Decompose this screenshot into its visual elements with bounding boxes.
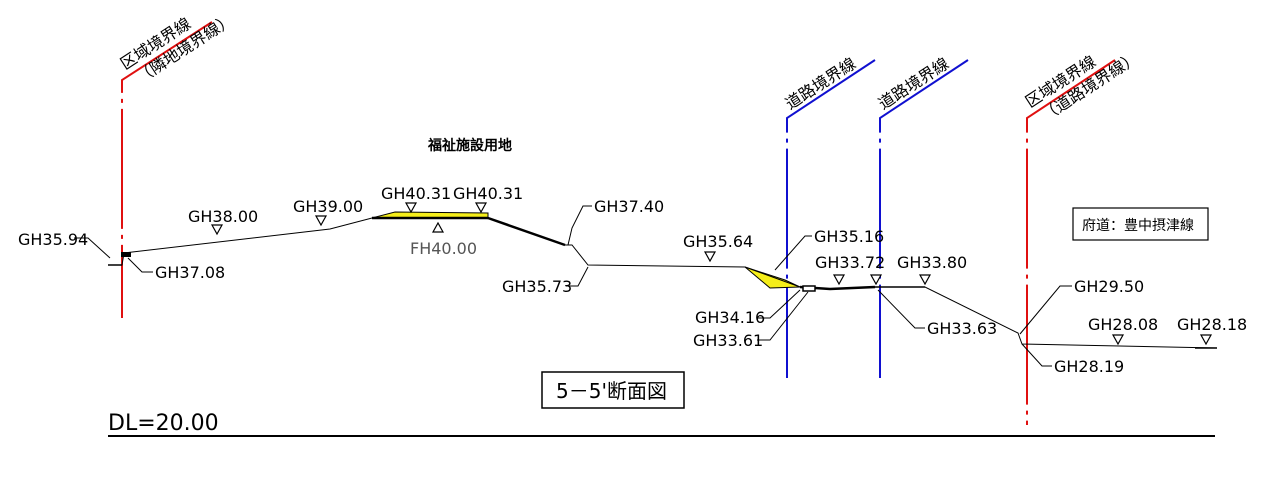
gh3573-label: GH35.73 [502,277,572,296]
road-boundary-2-title: 道路境界線 [875,54,952,114]
structure-markers [121,252,816,292]
gh3380-label: GH33.80 [897,253,967,272]
gh2819-label: GH28.19 [1054,357,1124,376]
elevation-labels: GH35.94 GH37.08 GH38.00 GH39.00 GH40.31 … [18,184,1247,376]
gutter-marker [802,285,816,292]
gh4031b-label: GH40.31 [453,184,523,203]
gh3573-leader [566,266,589,287]
gh3372-marker [832,274,846,286]
elevation-markers [210,202,1213,346]
area-boundary-left-line [121,21,213,318]
road-boundary-2-label: 道路境界線 [875,54,952,114]
fh4000-marker [431,221,445,233]
gh4031a-marker [404,202,418,214]
gh3564-label: GH35.64 [683,232,753,251]
gh3900-label: GH39.00 [293,197,363,216]
gh3372-label: GH33.72 [815,253,885,272]
gh4031b-marker [474,202,488,214]
gh3594-leader [74,237,111,259]
area-boundary-right-line [1026,59,1116,425]
section-title-frame [541,371,685,409]
road-name-box: 府道：豊中摂津線 [1072,207,1209,241]
gh2819-leader [1021,343,1052,367]
gh3800-label: GH38.00 [188,207,258,226]
gh3594-label: GH35.94 [18,230,88,249]
boundary-marker-left [121,252,131,257]
road-boundary-1-line [786,59,876,378]
gh3708-label: GH37.08 [155,263,225,282]
gh3416-label: GH34.16 [695,308,765,327]
gh2808-marker [1111,334,1125,346]
site-label: 福祉施設用地 [427,137,512,154]
area-boundary-right-label: 区域境界線 （道路境界線） [1022,48,1142,125]
gh3516-label: GH35.16 [814,227,884,246]
section-title-box: 5－5'断面図 [541,371,685,409]
gh3800-marker [210,224,224,236]
gh3740-leader [567,205,592,246]
gh3380-marker [918,274,932,286]
road-name-label: 府道：豊中摂津線 [1082,218,1194,234]
gh3363-leader [877,289,925,329]
existing-ground-line [110,217,1218,349]
embankment-line [487,216,566,247]
datum-label: DL=20.00 [108,411,219,436]
gh3516-leader [774,235,812,271]
road-boundary-1-label: 道路境界線 [782,54,859,114]
gh2950-label: GH29.50 [1074,277,1144,296]
gh4031a-label: GH40.31 [381,184,451,203]
leader-lines [74,205,1072,367]
gh3740-label: GH37.40 [594,197,664,216]
gh3708-leader [127,257,153,273]
gh2808-label: GH28.08 [1088,315,1158,334]
boundary-lines [121,21,1116,425]
gh3361-label: GH33.61 [693,331,763,350]
gh3363-label: GH33.63 [927,319,997,338]
area-boundary-left-label: 区域境界線 （隣地境界線） [117,10,237,87]
gh2950-leader [1019,285,1072,335]
gh3900-marker [314,215,328,227]
gh3564-marker [703,251,717,263]
gh3416-leader [757,289,801,319]
gh2818-marker [1199,334,1213,346]
gh2818-label: GH28.18 [1177,315,1247,334]
section-title: 5－5'断面図 [556,379,667,403]
road-boundary-2-line [879,59,969,378]
road-boundary-1-title: 道路境界線 [782,54,859,114]
gh3361-leader [757,291,809,341]
ground-profile [108,216,1218,437]
gh3363-marker [869,274,883,286]
road-name-frame [1072,207,1209,241]
fh4000-label: FH40.00 [410,239,477,258]
